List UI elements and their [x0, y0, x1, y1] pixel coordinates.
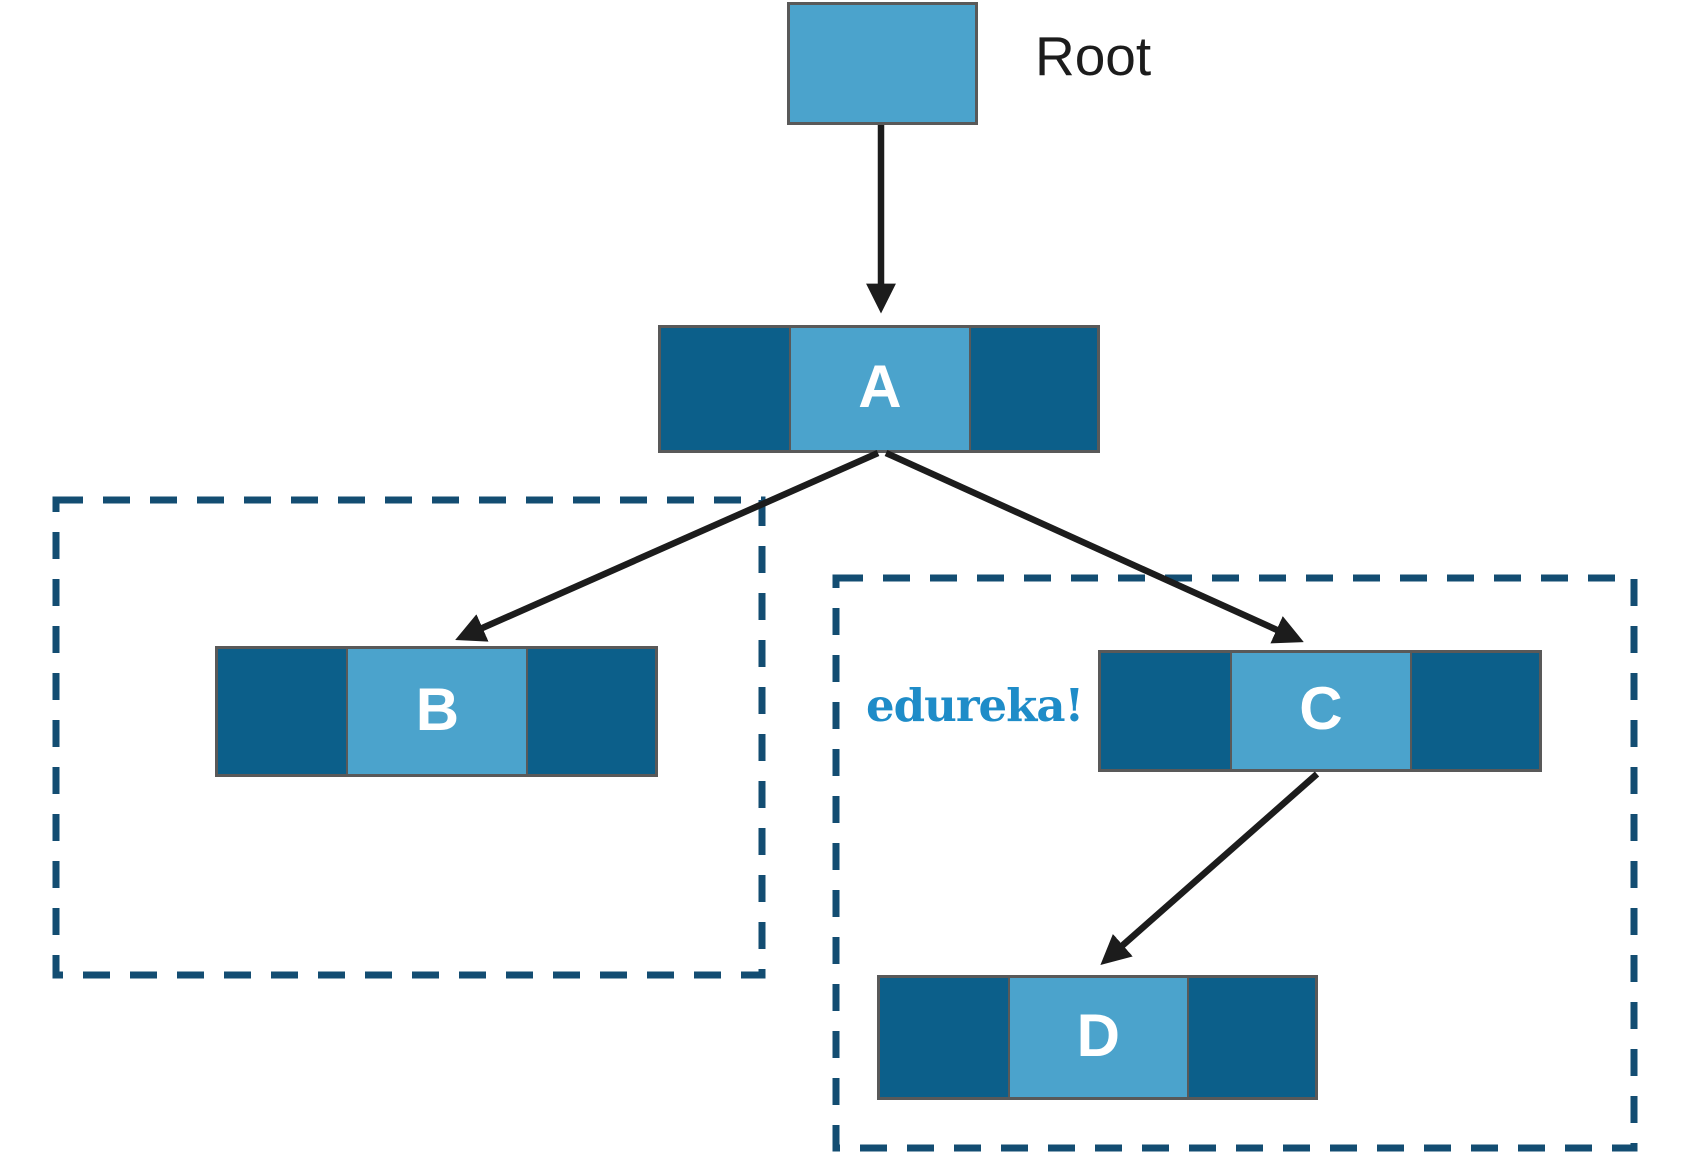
node-c-right-pointer-cell: [1411, 653, 1539, 769]
node-d-label: D: [1076, 1001, 1121, 1069]
node-b-label: B: [415, 675, 460, 743]
node-d-right-pointer-cell: [1188, 978, 1315, 1097]
node-c-value-cell: C: [1229, 653, 1412, 769]
root-node: [787, 2, 978, 125]
node-d-left-pointer-cell: [880, 978, 1008, 1097]
node-d: D: [877, 975, 1318, 1100]
node-c: C: [1098, 650, 1542, 772]
arrow-a-to-b: [455, 450, 880, 642]
node-b-left-pointer-cell: [218, 649, 347, 774]
arrow-a-to-c: [884, 450, 1304, 644]
edureka-watermark: edureka!: [866, 679, 1084, 732]
node-c-label: C: [1299, 675, 1343, 742]
node-b-value-cell: B: [346, 649, 529, 774]
node-a-label: A: [858, 353, 902, 420]
node-c-left-pointer-cell: [1101, 653, 1230, 769]
node-b: B: [215, 646, 658, 777]
node-a-right-pointer-cell: [970, 328, 1097, 450]
node-a: A: [658, 325, 1100, 453]
node-a-left-pointer-cell: [661, 328, 790, 450]
root-caption: Root: [1035, 25, 1152, 87]
node-d-value-cell: D: [1007, 978, 1189, 1097]
arrow-c-to-d: [1100, 771, 1320, 965]
node-b-right-pointer-cell: [528, 649, 655, 774]
node-a-value-cell: A: [789, 328, 971, 450]
